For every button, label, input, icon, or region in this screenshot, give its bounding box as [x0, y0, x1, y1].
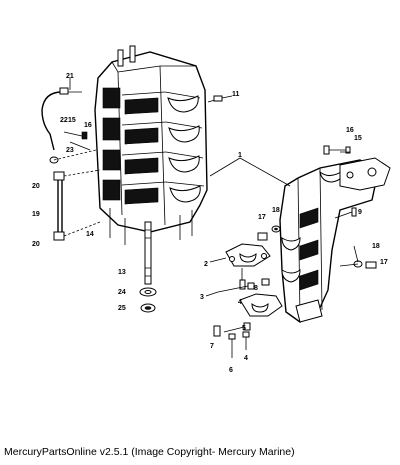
callout-23: 23 [66, 147, 74, 154]
bearing-cap-lower [239, 293, 283, 317]
callout-20b: 20 [32, 241, 40, 248]
copyright-caption: MercuryPartsOnline v2.5.1 (Image Copyrig… [4, 446, 295, 458]
callout-14: 14 [86, 231, 94, 238]
callout-6: 6 [229, 367, 233, 374]
callout-labels: 21 22 15 16 23 20 19 20 14 11 1 16 15 9 … [32, 73, 388, 374]
callout-7: 7 [210, 343, 214, 350]
callout-15b: 15 [354, 135, 362, 142]
bolt-11 [207, 95, 223, 103]
callout-20a: 20 [32, 183, 40, 190]
callout-19: 19 [32, 211, 40, 218]
callout-21: 21 [66, 73, 74, 80]
cap-bolts [213, 145, 377, 358]
callout-15a: 15 [68, 117, 76, 124]
callout-18b: 18 [372, 243, 380, 250]
callout-17b: 17 [380, 259, 388, 266]
callout-13: 13 [118, 269, 126, 276]
bearing-cap-upper [225, 243, 271, 267]
callout-18a: 18 [272, 207, 280, 214]
callout-2: 2 [204, 261, 208, 268]
cylinder-block [94, 45, 208, 245]
callout-24: 24 [118, 289, 126, 296]
exploded-parts-diagram: 21 22 15 16 23 20 19 20 14 11 1 16 15 9 … [32, 45, 391, 374]
callout-11: 11 [232, 91, 240, 98]
callout-16a: 16 [84, 122, 92, 129]
callout-17a: 17 [258, 214, 266, 221]
stud-and-washers [139, 221, 157, 313]
callout-4a: 4 [238, 299, 242, 306]
callout-1: 1 [238, 152, 242, 159]
callout-5: 5 [242, 325, 246, 332]
callout-8: 8 [254, 285, 258, 292]
callout-4b: 4 [244, 355, 248, 362]
callout-22: 22 [60, 117, 68, 124]
callout-3: 3 [200, 294, 204, 301]
crankcase-cover [279, 157, 391, 323]
callout-16b: 16 [346, 127, 354, 134]
callout-25: 25 [118, 305, 126, 312]
callout-9: 9 [358, 209, 362, 216]
hose-and-fittings [41, 87, 101, 241]
